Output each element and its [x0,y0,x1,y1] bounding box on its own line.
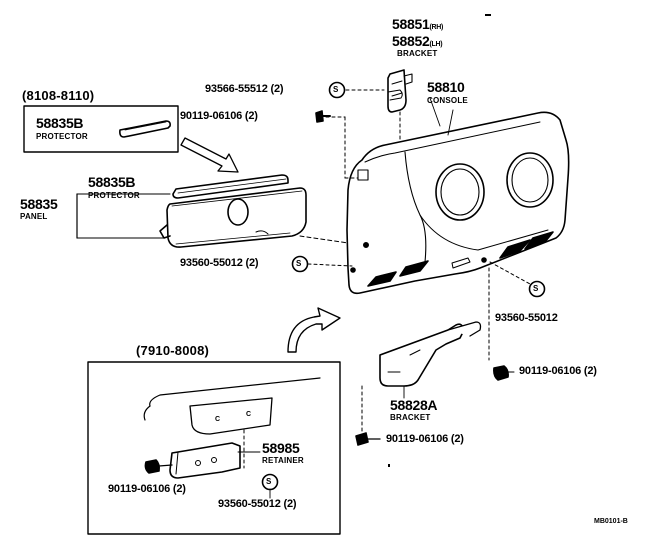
inset-protector-strip [119,120,171,138]
part-58851-number: 58851(RH) [392,16,444,32]
part-58810-name: CONSOLE [427,96,468,105]
s-symbol-right: S [533,284,539,293]
s-symbol-bottom: S [266,477,272,486]
s-symbol-mid: S [296,259,302,268]
fastener-label-90119-inset: 90119-06106 (2) [108,483,186,495]
inset-58835b-name: PROTECTOR [36,132,88,141]
fastener-label-90119-upper: 90119-06106 (2) [180,110,258,122]
part-58835-name: PANEL [20,212,48,221]
fastener-label-93560-inset: 93560-55012 (2) [218,498,297,510]
bracket-58828a [379,323,465,387]
s-nut-top [328,81,346,99]
inset-box-lower [87,361,341,535]
part-58852-name: BRACKET [397,49,438,58]
part-58835b-name: PROTECTOR [88,191,140,200]
part-58810-number: 58810 [427,79,465,95]
panel-hole [227,198,249,226]
figure-code: MB0101-B [594,518,628,525]
part-58852-number: 58852(LH) [392,33,443,49]
range-upper: (8108-8110) [22,88,95,103]
part-58835-number: 58835 [20,196,58,212]
part-58985-name: RETAINER [262,456,304,465]
range-lower: (7910-8008) [136,343,210,358]
console-gauge-right [506,152,554,208]
inset-box-upper [23,105,179,153]
screw-lower [355,432,369,446]
fastener-label-93560-mid: 93560-55012 (2) [180,257,259,269]
part-58985-number: 58985 [262,440,300,456]
fastener-label-93560-right: 93560-55012 [495,312,558,324]
retainer-58985 [169,442,241,479]
curved-arrow [287,307,341,353]
arrow-inset-to-panel [180,137,239,173]
fastener-label-90119-right: 90119-06106 (2) [519,365,597,377]
s-symbol-top: S [333,85,339,94]
part-58828a-number: 58828A [390,397,438,413]
s-nut-right [528,280,546,298]
bolt-lower-left [144,459,160,474]
part-58828a-name: BRACKET [390,413,431,422]
inset-58835b-number: 58835B [36,115,84,131]
part-58835b-number: 58835B [88,174,136,190]
console-gauge-left [435,163,485,221]
hole-mark-c-left: C [215,416,221,423]
hole-mark-c-right: C [246,411,252,418]
fastener-label-93566: 93566-55512 (2) [205,83,284,95]
bolt-right [493,365,509,381]
fastener-label-90119-lower: 90119-06106 (2) [386,433,464,445]
screw-upper [315,110,324,123]
